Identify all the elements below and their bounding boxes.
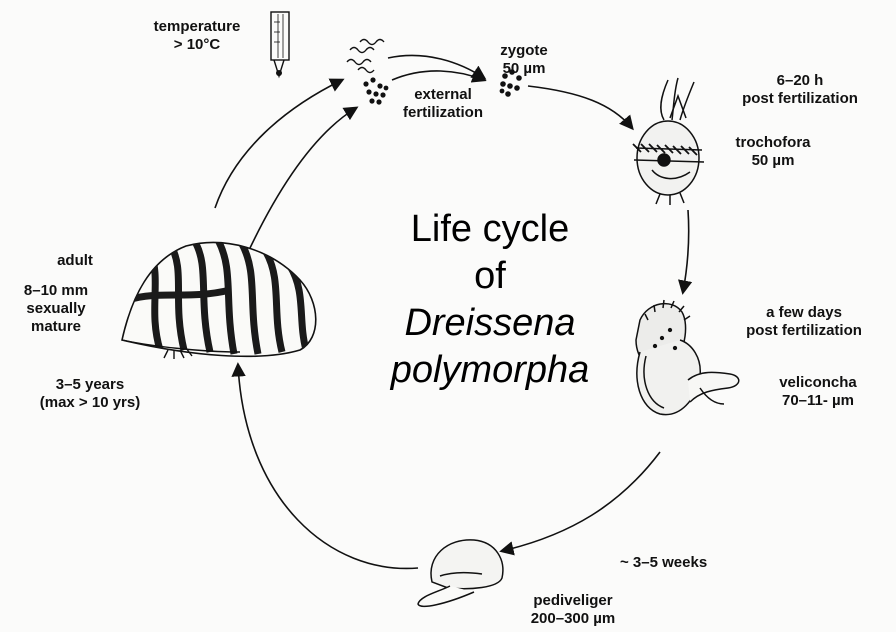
arrow-eggs-to-zygote [392,71,484,80]
title-line-4: polymorpha [340,347,640,394]
trochofora-label: trochofora 50 µm [718,134,828,170]
title-line-2: of [340,253,640,300]
adult-state-1: sexually [6,300,106,318]
adult-mussel-icon [122,240,316,359]
adult-label: adult [40,252,110,270]
arrow-zygote-to-trochofora [528,86,632,128]
trochofora-size: 50 µm [718,152,828,170]
sperm-icon [347,40,384,73]
adult-state-2: mature [6,318,106,336]
adult-size-label: 8–10 mm sexually mature [6,282,106,336]
temperature-label: temperature > 10°C [132,18,262,54]
veliconcha-time-label: a few days post fertilization [718,304,890,340]
veliconcha-name: veliconcha [762,374,874,392]
pediveliger-time-label: ~ 3–5 weeks [620,554,707,572]
adult-age-label: 3–5 years (max > 10 yrs) [20,376,160,412]
title-line-1: Life cycle [340,206,640,253]
trochofora-name: trochofora [718,134,828,152]
trochofora-time-label: 6–20 h post fertilization [712,72,888,108]
pediveliger-name: pediveliger [508,592,638,610]
arrow-adult-to-gametes [215,80,342,208]
veliconcha-label: veliconcha 70–11- µm [762,374,874,410]
zygote-size: 50 µm [484,60,564,78]
arrow-veliconcha-to-pediveliger [502,452,660,551]
veliconcha-time-2: post fertilization [718,322,890,340]
arrow-pediveliger-to-adult [238,365,418,568]
adult-age-1: 3–5 years [20,376,160,394]
adult-size: 8–10 mm [6,282,106,300]
adult-name: adult [40,252,110,270]
fertilization-line-2: fertilization [388,104,498,122]
fertilization-line-1: external [388,86,498,104]
veliconcha-time-1: a few days [718,304,890,322]
eggs-icon [363,77,388,104]
trochofora-time-2: post fertilization [712,90,888,108]
pediveliger-larva-icon [418,540,503,607]
diagram-title: Life cycle of Dreissena polymorpha [340,206,640,394]
arrow-trochofora-to-veliconcha [683,210,689,292]
zygote-label: zygote 50 µm [484,42,564,78]
temperature-line-1: temperature [132,18,262,36]
trochofora-time-1: 6–20 h [712,72,888,90]
temperature-line-2: > 10°C [132,36,262,54]
thermometer-icon [271,12,289,76]
pediveliger-label: pediveliger 200–300 µm [508,592,638,628]
trochofora-larva-icon [633,78,704,205]
title-line-3: Dreissena [340,300,640,347]
adult-age-2: (max > 10 yrs) [20,394,160,412]
pediveliger-size: 200–300 µm [508,610,638,628]
veliconcha-size: 70–11- µm [762,392,874,410]
zygote-name: zygote [484,42,564,60]
fertilization-label: external fertilization [388,86,498,122]
